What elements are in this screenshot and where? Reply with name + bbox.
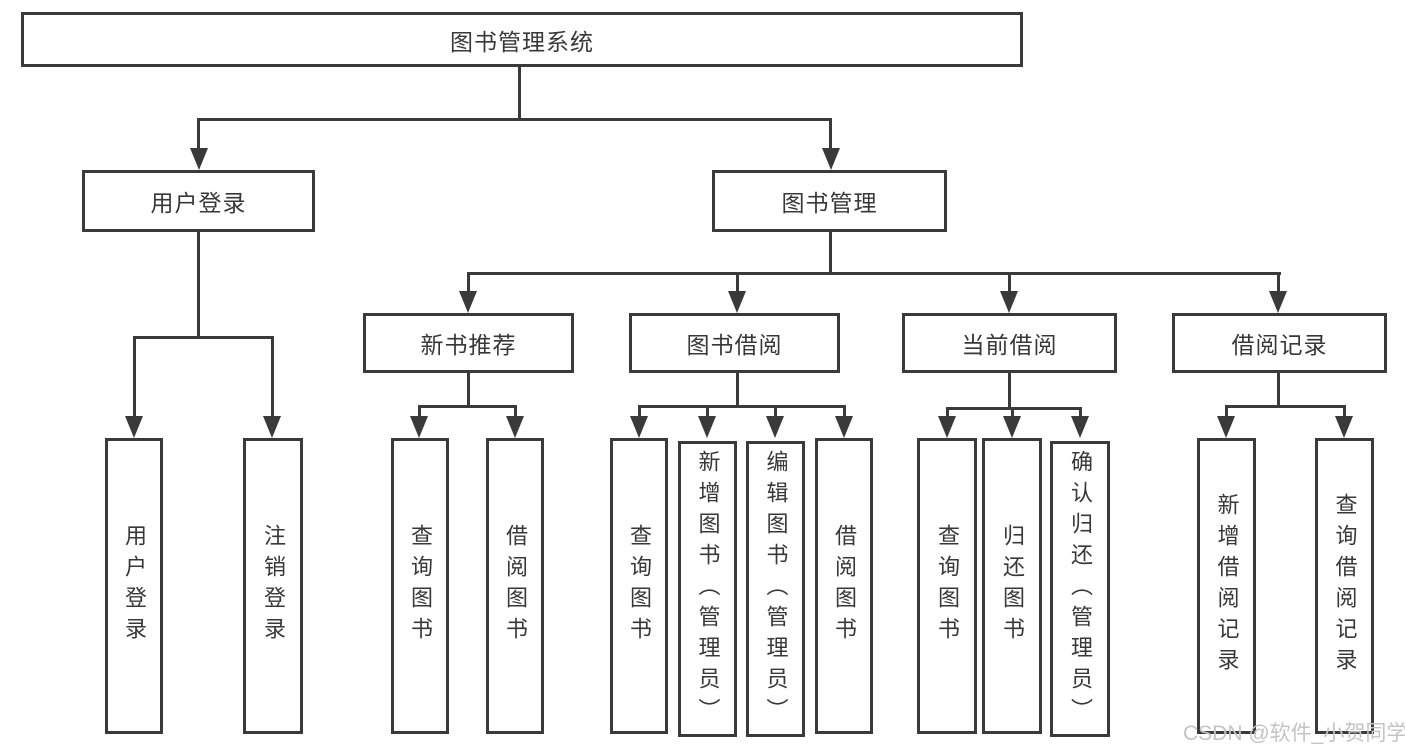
- node-label: 注销登录: [261, 524, 286, 648]
- node-label: 编辑图书（管理员）: [763, 449, 789, 729]
- connector-drop: [271, 336, 274, 418]
- arrow-down-icon: [459, 291, 477, 313]
- connector-drop: [1008, 272, 1011, 294]
- node-label: 用户登录: [122, 524, 147, 648]
- connector-drop: [418, 405, 421, 418]
- leaf-return-books: 归还图书: [982, 438, 1042, 734]
- node-label: 图书管理: [781, 190, 878, 216]
- node-label: 用户登录: [150, 190, 247, 216]
- connector-level1-bar: [197, 118, 832, 121]
- connector-drop: [133, 336, 136, 418]
- node-label: 图书借阅: [686, 332, 783, 358]
- leaf-confirm-return-admin: 确认归还（管理员）: [1050, 441, 1110, 737]
- node-borrow-records: 借阅记录: [1172, 313, 1387, 373]
- arrow-down-icon: [1000, 291, 1018, 313]
- connector-bar: [638, 405, 846, 408]
- arrow-down-icon: [1217, 416, 1235, 438]
- arrow-down-icon: [125, 416, 143, 438]
- arrow-down-icon: [728, 291, 746, 313]
- connector-drop: [736, 272, 739, 294]
- connector-drop: [706, 405, 709, 418]
- connector-drop: [1079, 407, 1082, 418]
- node-label: 借阅图书: [832, 524, 857, 648]
- connector-stem: [1277, 373, 1280, 405]
- arrow-down-icon: [822, 148, 840, 170]
- node-book-borrow: 图书借阅: [629, 313, 840, 373]
- arrow-down-icon: [698, 416, 716, 438]
- connector-drop: [1343, 405, 1346, 418]
- node-label: 确认归还（管理员）: [1068, 449, 1093, 729]
- node-label: 归还图书: [1000, 524, 1025, 648]
- arrow-down-icon: [1335, 416, 1353, 438]
- leaf-add-borrow-record: 新增借阅记录: [1197, 438, 1256, 734]
- arrow-down-icon: [410, 416, 428, 438]
- leaf-add-books-admin: 新增图书（管理员）: [678, 441, 737, 737]
- arrow-down-icon: [630, 416, 648, 438]
- node-label: 新增借阅记录: [1214, 493, 1240, 679]
- arrow-down-icon: [1269, 291, 1287, 313]
- connector-drop: [843, 405, 846, 418]
- arrow-down-icon: [1003, 416, 1021, 438]
- connector-drop: [1225, 405, 1228, 418]
- arrow-down-icon: [190, 148, 208, 170]
- leaf-query-books-current: 查询图书: [917, 438, 977, 734]
- arrow-down-icon: [835, 416, 853, 438]
- csdn-watermark: CSDN @软件_小贺同学: [1183, 722, 1405, 745]
- arrow-down-icon: [938, 416, 956, 438]
- node-label: 新书推荐: [420, 332, 517, 358]
- connector-drop: [1277, 272, 1280, 294]
- connector-stem: [736, 373, 739, 405]
- node-new-book-recommend: 新书推荐: [363, 313, 574, 373]
- arrow-down-icon: [263, 416, 281, 438]
- node-label: 借阅记录: [1231, 332, 1328, 358]
- leaf-user-login: 用户登录: [105, 438, 163, 734]
- node-current-borrow: 当前借阅: [902, 313, 1117, 373]
- connector-stem: [1008, 373, 1011, 407]
- node-label: 查询图书: [408, 524, 433, 648]
- connector-stem: [467, 373, 470, 405]
- connector-drop: [638, 405, 641, 418]
- connector-drop: [467, 272, 470, 294]
- leaf-borrow-books-recommend: 借阅图书: [486, 438, 544, 734]
- connector-drop: [514, 405, 517, 418]
- connector-drop: [1011, 407, 1014, 418]
- arrow-down-icon: [1071, 416, 1089, 438]
- leaf-query-borrow-record: 查询借阅记录: [1315, 438, 1374, 734]
- connector-user-login-stem: [197, 232, 200, 336]
- node-root-library-system: 图书管理系统: [21, 12, 1023, 67]
- connector-drop: [774, 405, 777, 418]
- connector-drop: [946, 407, 949, 418]
- connector-drop-user-login: [197, 118, 200, 150]
- leaf-query-books-recommend: 查询图书: [391, 438, 449, 734]
- connector-drop-book-management: [829, 118, 832, 150]
- connector-level2-bar: [467, 272, 1281, 275]
- connector-bar: [1225, 405, 1346, 408]
- leaf-borrow-books: 借阅图书: [815, 438, 873, 734]
- connector-user-login-bar: [133, 336, 274, 339]
- node-label: 借阅图书: [503, 524, 528, 648]
- connector-bar: [946, 407, 1082, 410]
- connector-bar: [418, 405, 517, 408]
- node-user-login: 用户登录: [82, 170, 315, 232]
- node-label: 查询图书: [627, 524, 652, 648]
- leaf-edit-books-admin: 编辑图书（管理员）: [746, 441, 805, 737]
- node-book-management: 图书管理: [712, 170, 947, 232]
- node-label: 查询图书: [935, 524, 960, 648]
- arrow-down-icon: [506, 416, 524, 438]
- connector-book-management-stem: [829, 232, 832, 272]
- node-label: 当前借阅: [961, 332, 1058, 358]
- connector-root-stem: [518, 67, 521, 118]
- node-label: 新增图书（管理员）: [695, 449, 721, 729]
- arrow-down-icon: [766, 416, 784, 438]
- node-label: 图书管理系统: [450, 28, 594, 55]
- leaf-logout: 注销登录: [243, 438, 303, 734]
- node-label: 查询借阅记录: [1332, 493, 1358, 679]
- leaf-query-books-borrow: 查询图书: [610, 438, 668, 734]
